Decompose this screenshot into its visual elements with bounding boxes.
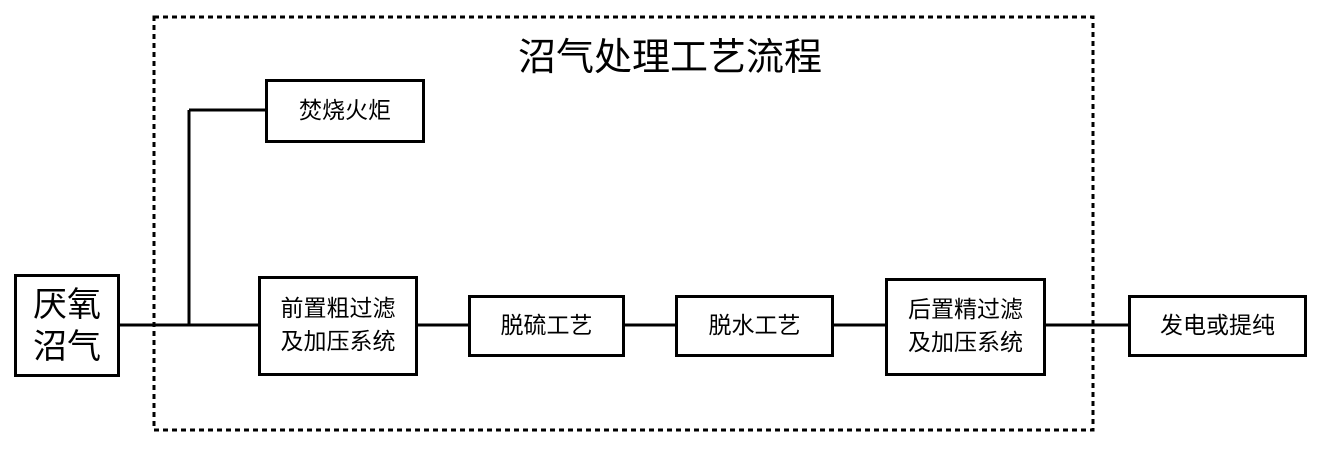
node-post-filter: 后置精过滤 及加压系统 [885, 278, 1046, 376]
node-anaerobic-biogas: 厌氧 沼气 [14, 274, 120, 377]
node-desulfurization: 脱硫工艺 [468, 295, 625, 357]
node-label: 焚烧火炬 [299, 97, 391, 124]
diagram-title: 沼气处理工艺流程 [517, 35, 822, 79]
node-flare: 焚烧火炬 [265, 79, 425, 143]
node-dehydration: 脱水工艺 [675, 295, 834, 357]
system-boundary [152, 15, 1095, 432]
node-output: 发电或提纯 [1128, 295, 1307, 357]
node-label: 前置粗过滤 及加压系统 [280, 296, 396, 355]
node-label: 发电或提纯 [1160, 312, 1275, 339]
node-label: 厌氧 沼气 [33, 284, 101, 367]
node-pre-filter: 前置粗过滤 及加压系统 [258, 276, 418, 376]
node-label: 脱硫工艺 [500, 312, 593, 339]
node-label: 后置精过滤 及加压系统 [908, 297, 1023, 356]
node-label: 脱水工艺 [708, 312, 801, 339]
